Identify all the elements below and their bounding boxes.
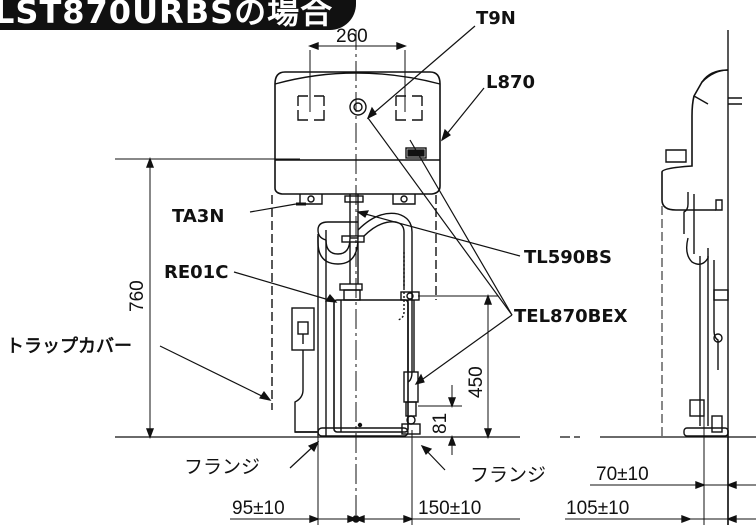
leader-lines: [159, 25, 521, 471]
dim-70: [590, 480, 756, 490]
dim-760: [115, 157, 300, 439]
label-l870: L870: [486, 72, 535, 93]
dim-150-label: 150±10: [418, 498, 481, 519]
dim-81: [418, 385, 462, 455]
diagram-title: LST870URBSの場合: [0, 0, 334, 30]
label-ta3n: TA3N: [172, 206, 224, 227]
dim-450-label: 450: [466, 366, 487, 398]
dim-95-label: 95±10: [232, 498, 285, 519]
dim-70-label: 70±10: [596, 464, 649, 485]
title-banner: LST870URBSの場合: [0, 0, 356, 30]
dim-450: [418, 294, 498, 439]
label-re01c: RE01C: [164, 262, 228, 283]
dim-105-label: 105±10: [566, 498, 629, 519]
dim-95: [230, 514, 358, 524]
dim-150: [352, 514, 520, 524]
water-heater: [317, 242, 409, 437]
dim-81-label: 81: [430, 413, 451, 434]
label-flange-right: フランジ: [470, 465, 546, 486]
side-view: [661, 30, 742, 525]
dim-105: [565, 514, 756, 524]
label-tl590bs: TL590BS: [524, 247, 612, 268]
label-tel870bex: TEL870BEX: [514, 306, 628, 327]
label-flange-left: フランジ: [184, 457, 260, 478]
dim-760-label: 760: [127, 280, 148, 312]
outlet-box: [291, 307, 318, 433]
dim-260-label: 260: [336, 26, 368, 47]
washbasin-front: [274, 71, 441, 206]
label-t9n: T9N: [476, 8, 516, 29]
dim-260: [308, 41, 407, 51]
label-trap-cover: トラップカバー: [6, 335, 132, 357]
